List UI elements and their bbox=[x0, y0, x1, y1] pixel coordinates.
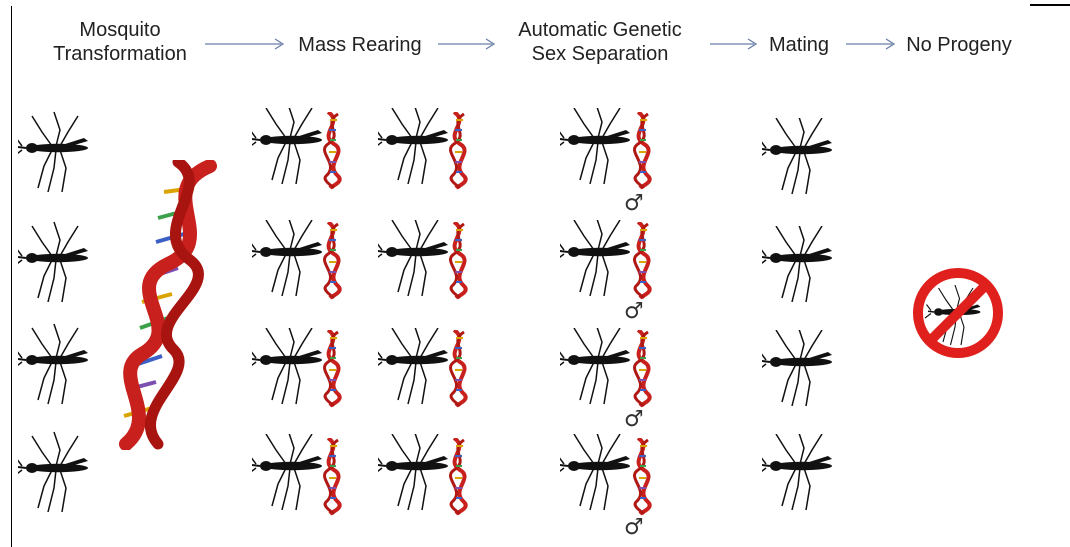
male-symbol: ♂ bbox=[624, 193, 644, 215]
step-label: Mosquito bbox=[40, 18, 200, 42]
mosquito-icon bbox=[18, 430, 98, 520]
dna-helix-icon bbox=[448, 222, 478, 302]
mosquito-icon bbox=[252, 220, 332, 310]
mosquito-icon bbox=[378, 220, 458, 310]
dna-helix-icon bbox=[448, 330, 478, 410]
dna-helix-icon bbox=[112, 160, 222, 450]
dna-helix-icon bbox=[322, 330, 352, 410]
dna-helix-icon bbox=[632, 438, 662, 518]
step-sex-separation: Automatic Genetic Sex Separation bbox=[505, 18, 695, 66]
mosquito-icon bbox=[762, 434, 842, 524]
step-label: No Progeny bbox=[898, 33, 1020, 57]
step-label: Automatic Genetic bbox=[505, 18, 695, 42]
mosquito-icon bbox=[18, 110, 98, 200]
dna-helix-icon bbox=[448, 112, 478, 192]
male-symbol: ♂ bbox=[624, 517, 644, 539]
step-no-progeny: No Progeny bbox=[898, 33, 1020, 57]
mosquito-icon bbox=[560, 220, 640, 310]
arrow-icon bbox=[205, 36, 287, 52]
arrow-icon bbox=[846, 36, 898, 52]
arrow-icon bbox=[438, 36, 498, 52]
dna-helix-icon bbox=[322, 112, 352, 192]
no-mosquito-icon bbox=[906, 266, 1010, 360]
mosquito-icon bbox=[560, 328, 640, 418]
mosquito-icon bbox=[378, 328, 458, 418]
male-symbol: ♂ bbox=[624, 409, 644, 431]
mosquito-icon bbox=[252, 328, 332, 418]
mosquito-icon bbox=[252, 434, 332, 524]
step-label: Mass Rearing bbox=[290, 33, 430, 57]
frame-left-border bbox=[11, 6, 12, 547]
step-label: Mating bbox=[758, 33, 840, 57]
mosquito-icon bbox=[762, 118, 842, 208]
step-label: Sex Separation bbox=[505, 42, 695, 66]
mosquito-icon bbox=[560, 434, 640, 524]
mosquito-icon bbox=[762, 330, 842, 420]
mosquito-icon bbox=[18, 322, 98, 412]
dna-helix-icon bbox=[322, 438, 352, 518]
mosquito-icon bbox=[252, 108, 332, 198]
dna-helix-icon bbox=[448, 438, 478, 518]
mosquito-icon bbox=[18, 220, 98, 310]
arrow-icon bbox=[710, 36, 760, 52]
mosquito-icon bbox=[378, 434, 458, 524]
frame-top-border bbox=[1030, 4, 1070, 6]
step-mating: Mating bbox=[758, 33, 840, 57]
step-mass-rearing: Mass Rearing bbox=[290, 33, 430, 57]
mosquito-icon bbox=[560, 108, 640, 198]
male-symbol: ♂ bbox=[624, 301, 644, 323]
dna-helix-icon bbox=[632, 222, 662, 302]
dna-helix-icon bbox=[322, 222, 352, 302]
step-mosquito-transformation: Mosquito Transformation bbox=[40, 18, 200, 66]
mosquito-icon bbox=[378, 108, 458, 198]
mosquito-icon bbox=[762, 226, 842, 316]
step-label: Transformation bbox=[40, 42, 200, 66]
dna-helix-icon bbox=[632, 330, 662, 410]
dna-helix-icon bbox=[632, 112, 662, 192]
